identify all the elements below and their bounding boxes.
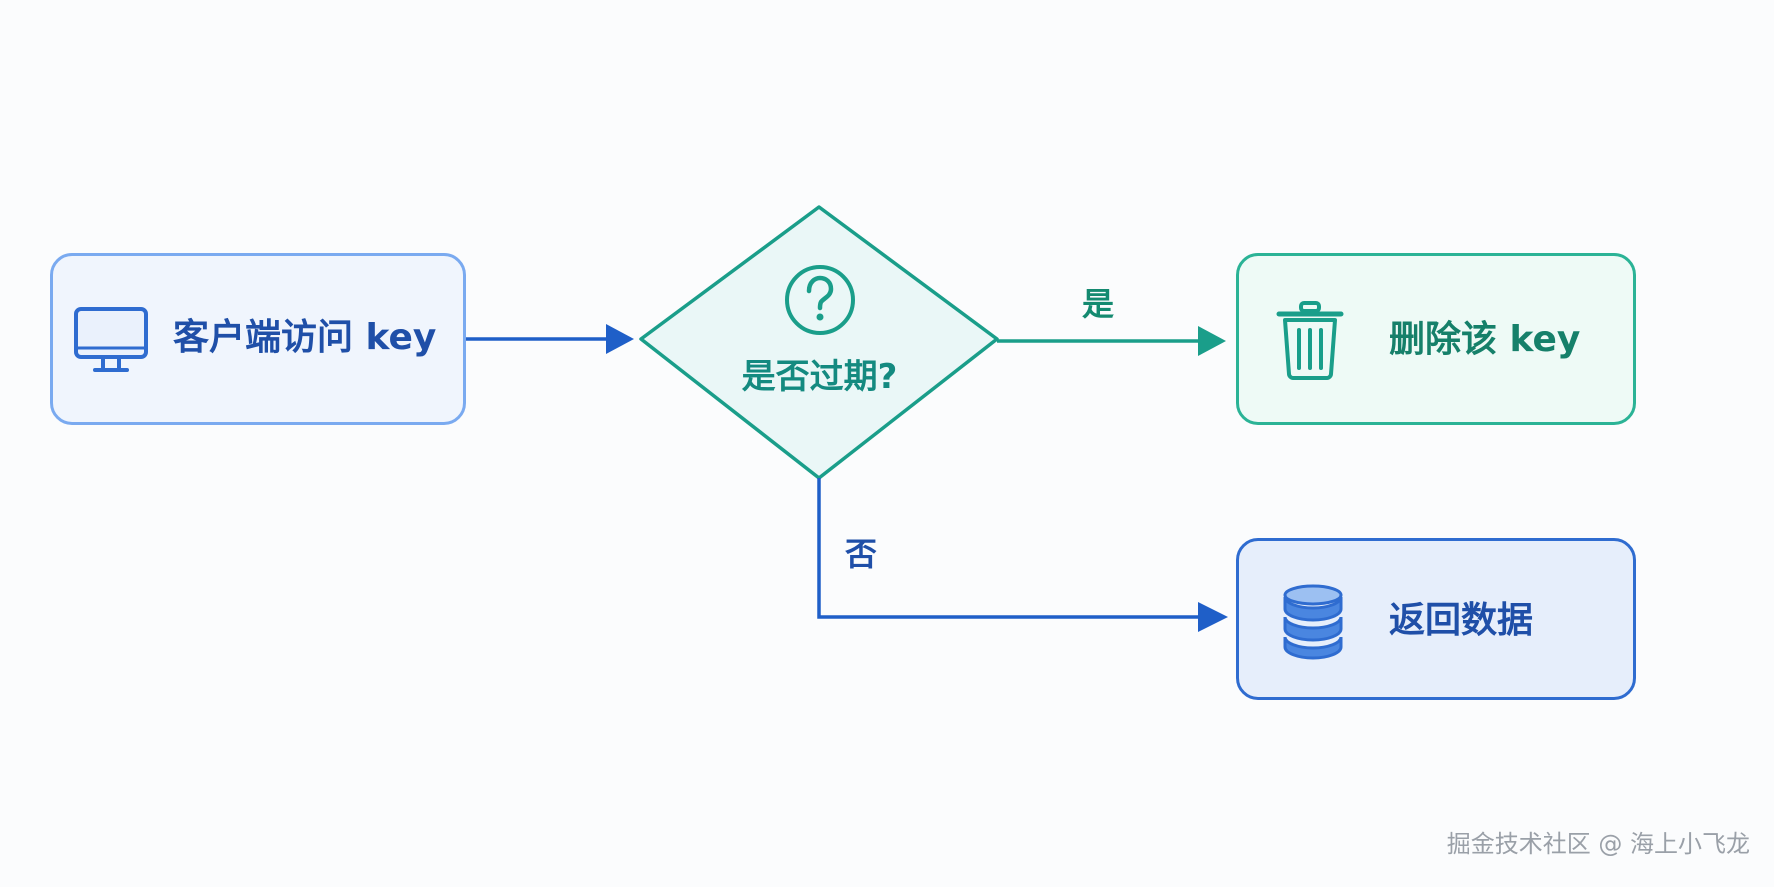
- question-icon: [785, 265, 855, 335]
- decision-diamond: [639, 205, 999, 480]
- arrow-no-to-return: [817, 478, 1200, 619]
- decision-label: 是否过期?: [741, 357, 898, 397]
- arrowhead-no-to-return: [1198, 602, 1228, 632]
- watermark: 掘金技术社区 @ 海上小飞龙: [1446, 830, 1750, 858]
- node-client-label: 客户端访问 key: [173, 317, 437, 358]
- edge-label-yes: 是: [1082, 285, 1115, 323]
- edge-label-no: 否: [845, 535, 878, 573]
- node-delete-label: 删除该 key: [1389, 319, 1581, 360]
- node-client-access: 客户端访问 key: [50, 253, 466, 425]
- monitor-icon: [74, 307, 148, 372]
- node-delete-key: 删除该 key: [1236, 253, 1636, 425]
- trash-icon: [1276, 301, 1344, 380]
- node-return-label: 返回数据: [1389, 600, 1534, 641]
- arrowhead-client-to-decision: [606, 324, 634, 354]
- arrowhead-yes-to-delete: [1198, 326, 1226, 356]
- database-icon: [1283, 584, 1343, 660]
- node-return-data: 返回数据: [1236, 538, 1636, 700]
